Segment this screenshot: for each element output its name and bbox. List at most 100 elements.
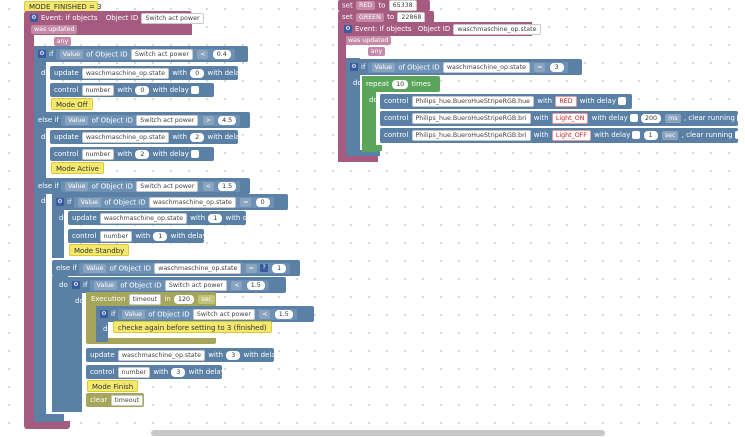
gear-icon[interactable]: ⚙ — [344, 25, 352, 33]
delay-value[interactable]: 1 — [643, 130, 658, 140]
variable-value[interactable]: Light_OFF — [551, 129, 591, 141]
operator-dropdown[interactable]: = — [240, 197, 252, 207]
update-object-field[interactable]: waschmaschine_op.state — [81, 131, 169, 143]
comment-check-again[interactable]: checke again before setting to 3 (finish… — [113, 321, 272, 333]
update-object-field[interactable]: waschmaschine_op.state — [99, 212, 187, 224]
delay-checkbox[interactable] — [190, 150, 199, 158]
number-field[interactable]: 1.5 — [246, 280, 265, 290]
value-dropdown[interactable]: Value — [371, 62, 395, 72]
if-block-1[interactable]: ⚙if Value of Object ID Switch act power … — [34, 46, 248, 62]
set-green-block[interactable]: set GREEN to 22868 — [338, 11, 434, 23]
number-field[interactable]: 1 — [272, 263, 287, 273]
object-field[interactable]: waschmaschine_op.state — [154, 262, 242, 274]
delay-checkbox[interactable] — [245, 133, 254, 141]
gear-icon[interactable]: ⚙ — [56, 198, 64, 206]
object-field[interactable]: Switch act power — [164, 279, 227, 291]
delay-value[interactable]: 200 — [641, 113, 662, 123]
delay-checkbox[interactable] — [281, 351, 290, 359]
repeat-block[interactable]: repeat 10 times — [362, 76, 440, 92]
value-dropdown[interactable]: Value — [77, 197, 101, 207]
control-value[interactable]: 2 — [135, 149, 150, 159]
comment-mode-standby[interactable]: Mode Standby — [69, 244, 130, 256]
object-field[interactable]: Switch act power — [136, 180, 199, 192]
operator-dropdown[interactable]: = — [534, 62, 546, 72]
object-id-field[interactable]: Switch act power — [141, 12, 204, 24]
gear-icon[interactable]: ⚙ — [30, 14, 38, 22]
ex-if-block[interactable]: ⚙if Value of Object ID Switch act power … — [96, 306, 314, 322]
object-field[interactable]: waschmaschine_op.state — [148, 196, 236, 208]
else-if-block-3[interactable]: else if Value of Object ID Switch act po… — [34, 178, 250, 194]
control-value[interactable]: 3 — [171, 367, 186, 377]
clear-timeout-block[interactable]: clear timeout — [86, 393, 144, 407]
control-bri-off-block[interactable]: control Philips_hue.BueroHueStripeRGB.br… — [380, 128, 743, 143]
set-red-block[interactable]: set RED to 65338 — [338, 0, 430, 11]
compare-block[interactable]: Value of Object ID waschmaschine_op.stat… — [367, 61, 568, 73]
value-dropdown[interactable]: Value — [83, 263, 107, 273]
number-field[interactable]: 1.5 — [218, 181, 237, 191]
value-field[interactable]: 65338 — [388, 0, 417, 11]
update-block-4[interactable]: update waschmaschine_op.state with 3 wit… — [86, 348, 290, 362]
control-object-field[interactable]: number — [117, 366, 151, 378]
control-object-field[interactable]: number — [81, 84, 115, 96]
comment-mode-off[interactable]: Mode Off — [51, 98, 93, 110]
value-dropdown[interactable]: Value — [65, 181, 89, 191]
gear-icon[interactable]: ⚙ — [350, 63, 358, 71]
update-block-1[interactable]: update waschmaschine_op.state with 0 wit… — [50, 66, 254, 80]
delay-checkbox[interactable] — [245, 69, 254, 77]
clear-running-checkbox[interactable] — [734, 131, 743, 139]
trigger-dropdown[interactable]: was updated — [31, 24, 78, 34]
value-dropdown[interactable]: Value — [59, 49, 83, 59]
control-block-1[interactable]: control number with 0 with delay — [50, 83, 214, 97]
delay-checkbox[interactable] — [208, 232, 217, 240]
control-object-field[interactable]: Philips_hue.BueroHueStripeRGB.hue — [411, 95, 535, 107]
control-block-2[interactable]: control number with 2 with delay — [50, 147, 214, 161]
unit-dropdown[interactable]: sec — [198, 294, 215, 304]
timeout-value[interactable]: 120 — [174, 294, 195, 304]
operator-dropdown[interactable]: < — [259, 309, 271, 319]
operator-dropdown[interactable]: < — [231, 280, 243, 290]
delay-checkbox[interactable] — [629, 114, 638, 122]
update-value[interactable]: 3 — [226, 350, 241, 360]
compare-block[interactable]: Value of Object ID Switch act power < 1.… — [117, 308, 297, 320]
value-dropdown[interactable]: Value — [121, 309, 145, 319]
operator-dropdown[interactable]: > — [202, 115, 214, 125]
trigger-dropdown[interactable]: was updated — [345, 35, 392, 45]
unit-dropdown[interactable]: ms — [665, 113, 681, 123]
object-field[interactable]: waschmaschine_op.state — [442, 61, 530, 73]
update-object-field[interactable]: waschmaschine_op.state — [117, 349, 205, 361]
help-icon[interactable]: ? — [260, 264, 269, 272]
ack-dropdown[interactable]: any — [53, 36, 72, 46]
delay-checkbox[interactable] — [263, 214, 272, 222]
inner-if-block[interactable]: ⚙if Value of Object ID waschmaschine_op.… — [52, 194, 288, 210]
gear-icon[interactable]: ⚙ — [38, 50, 46, 58]
value-dropdown[interactable]: Value — [93, 280, 117, 290]
control-value[interactable]: 0 — [135, 85, 150, 95]
variable-value[interactable]: Light_ON — [551, 112, 589, 124]
compare-block[interactable]: Value of Object ID waschmaschine_op.stat… — [73, 196, 274, 208]
clear-variable-field[interactable]: timeout — [110, 394, 144, 406]
delay-checkbox[interactable] — [190, 86, 199, 94]
update-block-2[interactable]: update waschmaschine_op.state with 2 wit… — [50, 130, 254, 144]
value-field[interactable]: 22868 — [397, 11, 426, 23]
number-field[interactable]: 1.5 — [274, 309, 293, 319]
gear-icon[interactable]: ⚙ — [72, 281, 80, 289]
horizontal-scrollbar[interactable] — [151, 430, 605, 436]
control-object-field[interactable]: number — [81, 148, 115, 160]
update-value[interactable]: 1 — [208, 213, 223, 223]
update-object-field[interactable]: waschmaschine_op.state — [81, 67, 169, 79]
operator-dropdown[interactable]: = — [245, 263, 257, 273]
unit-dropdown[interactable]: sec — [661, 130, 679, 140]
control-hue-block[interactable]: control Philips_hue.BueroHueStripeRGB.hu… — [380, 94, 632, 109]
if-block-4a[interactable]: ⚙if Value of Object ID Switch act power … — [68, 277, 286, 293]
control-block-4[interactable]: control number with 3 with delay — [86, 365, 235, 379]
compare-block[interactable]: Value of Object ID Switch act power < 0.… — [55, 48, 235, 60]
operator-dropdown[interactable]: < — [202, 181, 214, 191]
variable-dropdown[interactable]: RED — [355, 1, 376, 10]
compare-block[interactable]: Value of Object ID Switch act power > 4.… — [61, 114, 241, 126]
ack-dropdown[interactable]: any — [367, 46, 386, 56]
control-object-field[interactable]: Philips_hue.BueroHueStripeRGB.bri — [411, 112, 531, 124]
right-if-block[interactable]: ⚙if Value of Object ID waschmaschine_op.… — [346, 59, 582, 75]
delay-checkbox[interactable] — [226, 368, 235, 376]
comment-mode-active[interactable]: Mode Active — [51, 162, 104, 174]
control-object-field[interactable]: Philips_hue.BueroHueStripeRGB.bri — [411, 129, 531, 141]
